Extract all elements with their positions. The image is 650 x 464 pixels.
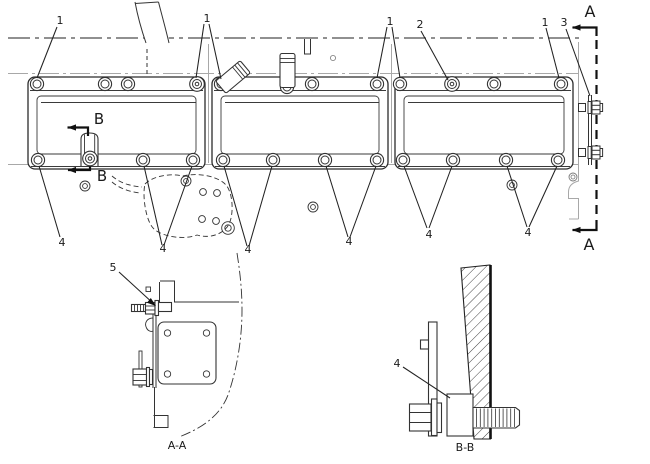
section-view-bb: 4 B-B xyxy=(394,264,521,454)
callout-4-label: 4 xyxy=(346,235,353,248)
bolt xyxy=(185,152,201,168)
bolt-threads xyxy=(472,406,521,429)
callout-4-label: 4 xyxy=(160,242,167,255)
section-view-aa: 5 A-A xyxy=(110,252,243,452)
bolt xyxy=(317,152,333,168)
side-cover-1 xyxy=(27,76,206,170)
section-arrow-a-label: A xyxy=(585,2,596,21)
elbow-fitting xyxy=(215,60,251,94)
bolt-with-washer xyxy=(189,76,205,92)
core-plug-icon xyxy=(329,54,337,62)
block-right-edge xyxy=(568,42,579,220)
washer xyxy=(430,398,438,437)
callout-4-label: 4 xyxy=(59,236,66,249)
callout-1-label: 1 xyxy=(57,14,64,27)
bolt xyxy=(392,76,408,92)
bolt xyxy=(445,152,461,168)
leader-lines xyxy=(36,23,591,247)
callout-1-label: 1 xyxy=(387,15,394,28)
bolt xyxy=(120,76,136,92)
callout-4-label: 4 xyxy=(525,226,532,239)
spacer xyxy=(446,393,474,437)
bolt xyxy=(135,152,151,168)
callout-3-label: 3 xyxy=(561,16,568,29)
lower-bolt xyxy=(132,350,154,388)
bolt xyxy=(265,152,281,168)
bolt xyxy=(215,152,231,168)
block-tab xyxy=(304,39,311,55)
bolt xyxy=(30,152,46,168)
dowel-fitting xyxy=(279,52,296,89)
core-plug-icon xyxy=(570,174,576,180)
callout-4-label: 4 xyxy=(394,357,401,370)
callout-1-label: 1 xyxy=(204,12,211,25)
bolt-with-washer xyxy=(82,150,98,167)
mounting-plate xyxy=(157,321,217,385)
leader-arrow-icon xyxy=(147,298,156,306)
hex-head xyxy=(408,403,432,432)
bolt xyxy=(395,152,411,168)
core-plug-icon xyxy=(568,172,578,182)
oil-fill-tube xyxy=(134,1,170,76)
end-plate-and-section-a xyxy=(572,24,604,234)
callout-1-label: 1 xyxy=(542,16,549,29)
view-title-aa: A-A xyxy=(168,439,187,452)
view-title-bb: B-B xyxy=(456,441,475,454)
main-view-labels: 1 1 1 2 1 3 A A B B 4 4 4 4 4 4 xyxy=(57,2,596,256)
section-arrow-b-label: B xyxy=(94,110,104,128)
callout-5-label: 5 xyxy=(110,261,117,274)
callout-4-label: 4 xyxy=(245,243,252,256)
bolt xyxy=(486,76,502,92)
bolt xyxy=(369,152,385,168)
callout-4-label: 4 xyxy=(426,228,433,241)
side-cover-3 xyxy=(394,76,574,170)
plate-tab xyxy=(419,339,430,350)
section-arrow-b-label: B xyxy=(97,167,107,185)
bolt xyxy=(498,152,514,168)
section-arrow-a-label: A xyxy=(584,235,595,254)
bolt xyxy=(97,76,113,92)
bolt xyxy=(553,76,569,92)
bolt xyxy=(304,76,320,92)
bolt xyxy=(29,76,45,92)
side-cover-2 xyxy=(211,76,389,170)
bolt xyxy=(369,76,385,92)
callout-2-label: 2 xyxy=(417,18,424,31)
bolt xyxy=(550,152,566,168)
upper-bolt xyxy=(130,299,173,317)
washer xyxy=(436,402,443,434)
phantom-bracket xyxy=(111,174,235,238)
